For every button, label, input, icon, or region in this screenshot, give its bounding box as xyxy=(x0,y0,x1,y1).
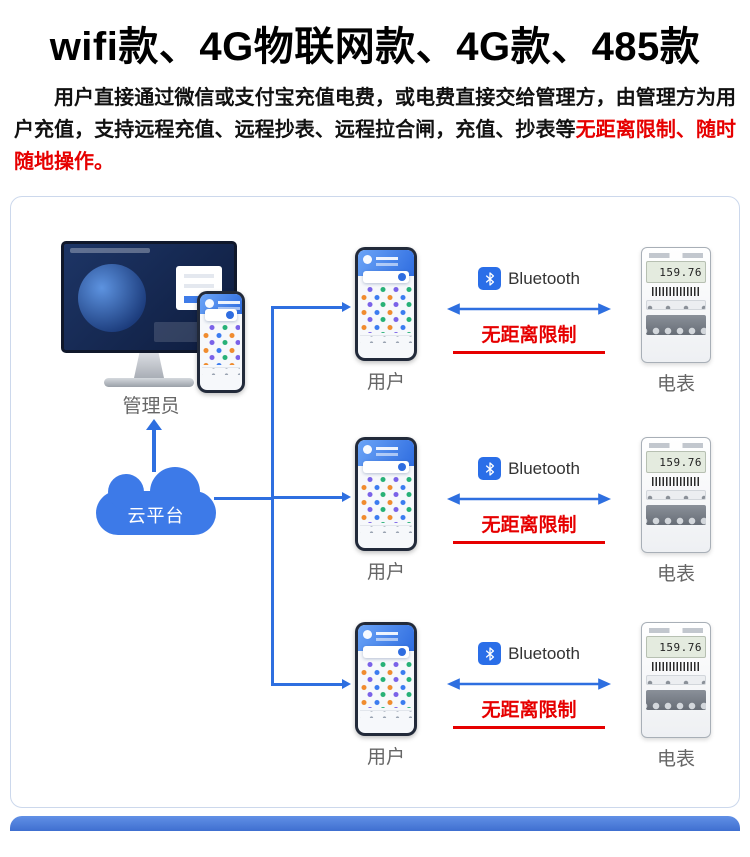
meter-buttons xyxy=(646,490,706,500)
cloud-label: 云平台 xyxy=(127,506,185,526)
phone-screen xyxy=(358,625,414,733)
flow-row: 用户 Bluetooth 无距离限制 159.76 xyxy=(347,431,719,603)
balance-card xyxy=(363,461,409,473)
user-label: 用户 xyxy=(366,372,405,393)
phone-screen xyxy=(358,250,414,358)
meter-column: 159.76 电表 xyxy=(633,431,719,603)
phone-screen xyxy=(200,294,242,390)
limit-label: 无距离限制 xyxy=(453,510,605,544)
meter-lcd: 159.76 xyxy=(646,636,706,658)
bottom-nav xyxy=(360,525,412,533)
meter-terminals xyxy=(646,505,706,525)
app-icon-grid xyxy=(360,287,412,333)
limit-label: 无距离限制 xyxy=(453,320,605,354)
meter-lcd: 159.76 xyxy=(646,261,706,283)
cloud-to-admin-arrow xyxy=(146,419,162,472)
balance-card xyxy=(363,646,409,658)
meter-buttons xyxy=(646,675,706,685)
energy-meter: 159.76 xyxy=(641,622,711,738)
meter-barcode xyxy=(652,662,700,671)
app-icon-grid xyxy=(360,477,412,523)
bidirectional-arrow-icon xyxy=(446,678,612,690)
dashboard-subpanel xyxy=(154,322,200,342)
flow-row: 用户 Bluetooth 无距离限制 159.76 xyxy=(347,616,719,788)
bluetooth-label: Bluetooth xyxy=(508,458,580,478)
user-phone-column: 用户 xyxy=(347,616,425,788)
page-title: wifi款、4G物联网款、4G款、485款 xyxy=(49,25,701,69)
avatar xyxy=(363,255,372,264)
cloud-connector-line xyxy=(214,497,272,500)
meter-label: 电表 xyxy=(656,374,695,395)
user-label: 用户 xyxy=(366,747,405,768)
avatar xyxy=(363,445,372,454)
user-phone-column: 用户 xyxy=(347,431,425,603)
architecture-diagram: 管理员 云平台 用户 Bluetooth xyxy=(10,196,740,808)
admin-phone xyxy=(197,291,245,393)
user-phone xyxy=(355,622,417,736)
bluetooth-badge: Bluetooth xyxy=(478,267,580,290)
balance-card xyxy=(205,309,237,321)
energy-meter: 159.76 xyxy=(641,437,711,553)
user-phone xyxy=(355,437,417,551)
meter-terminals xyxy=(646,690,706,710)
bluetooth-icon xyxy=(478,267,502,290)
bidirectional-arrow-icon xyxy=(446,493,612,505)
app-icon-grid xyxy=(202,325,240,365)
dashboard-topbar xyxy=(70,248,150,253)
user-phone-column: 用户 xyxy=(347,241,425,413)
limit-label: 无距离限制 xyxy=(453,695,605,729)
bottom-nav xyxy=(360,335,412,343)
meter-barcode xyxy=(652,287,700,296)
balance-card xyxy=(363,271,409,283)
intro-text: 用户直接通过微信或支付宝充值电费，或电费直接交给管理方，由管理方为用户充值，支持… xyxy=(14,87,736,141)
cloud-platform: 云平台 xyxy=(96,467,216,535)
admin-workstation xyxy=(61,241,261,393)
link-column: Bluetooth 无距离限制 xyxy=(425,241,633,413)
intro-paragraph: 用户直接通过微信或支付宝充值电费，或电费直接交给管理方，由管理方为用户充值，支持… xyxy=(14,82,736,178)
avatar xyxy=(363,630,372,639)
user-phone xyxy=(355,247,417,361)
bluetooth-badge: Bluetooth xyxy=(478,642,580,665)
avatar xyxy=(205,299,214,308)
bluetooth-label: Bluetooth xyxy=(508,268,580,288)
admin-label: 管理员 xyxy=(122,396,180,417)
phone-screen xyxy=(358,440,414,548)
intro-highlight: 无距离限制、随时随地操作。 xyxy=(14,119,737,173)
bottom-nav xyxy=(202,367,240,375)
energy-meter: 159.76 xyxy=(641,247,711,363)
meter-buttons xyxy=(646,300,706,310)
globe-graphic xyxy=(78,264,146,332)
bidirectional-arrow-icon xyxy=(446,303,612,315)
meter-label: 电表 xyxy=(656,749,695,770)
meter-header xyxy=(649,443,703,448)
app-icon-grid xyxy=(360,662,412,708)
monitor-stand xyxy=(134,353,164,378)
link-column: Bluetooth 无距离限制 xyxy=(425,616,633,788)
user-label: 用户 xyxy=(366,562,405,583)
monitor-base xyxy=(104,378,194,387)
branch-arrow-3 xyxy=(272,679,351,689)
branch-arrow-1 xyxy=(272,302,351,312)
branch-arrow-2 xyxy=(272,492,351,502)
link-column: Bluetooth 无距离限制 xyxy=(425,431,633,603)
meter-lcd: 159.76 xyxy=(646,451,706,473)
meter-column: 159.76 电表 xyxy=(633,616,719,788)
meter-label: 电表 xyxy=(656,564,695,585)
bottom-nav xyxy=(360,710,412,718)
bluetooth-icon xyxy=(478,642,502,665)
flow-row: 用户 Bluetooth 无距离限制 159.76 xyxy=(347,241,719,413)
next-section-header xyxy=(10,816,740,831)
meter-header xyxy=(649,628,703,633)
bluetooth-icon xyxy=(478,457,502,480)
meter-reading: 159.76 xyxy=(659,455,702,469)
meter-terminals xyxy=(646,315,706,335)
meter-column: 159.76 电表 xyxy=(633,241,719,413)
meter-barcode xyxy=(652,477,700,486)
bluetooth-label: Bluetooth xyxy=(508,643,580,663)
bluetooth-badge: Bluetooth xyxy=(478,457,580,480)
meter-reading: 159.76 xyxy=(659,265,702,279)
meter-reading: 159.76 xyxy=(659,640,702,654)
meter-header xyxy=(649,253,703,258)
